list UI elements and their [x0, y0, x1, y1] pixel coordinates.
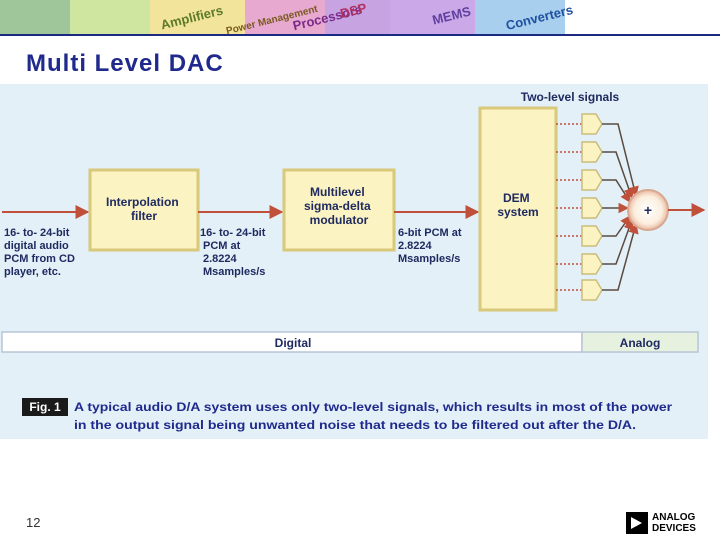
page-number: 12	[26, 515, 41, 530]
banner-block	[245, 0, 325, 34]
dac-block-diagram: Two-level signals 16- to- 24-bit digital…	[1, 90, 706, 432]
header-banner: Amplifiers Power Management Processors D…	[0, 0, 720, 37]
interpolation-label: Interpolation filter	[106, 195, 182, 223]
six-bit-label: 6-bit PCM at 2.8224 Msamples/s	[398, 227, 465, 265]
analog-band	[581, 331, 699, 353]
digital-label: Digital	[275, 336, 312, 350]
banner-block	[325, 0, 390, 34]
mid-label: 16- to- 24-bit PCM at 2.8224 Msamples/s	[200, 227, 268, 278]
banner-block	[0, 0, 70, 34]
figure-tag: Fig. 1	[29, 400, 61, 414]
two-level-label: Two-level signals	[521, 90, 620, 104]
banner-graphic: Amplifiers Power Management Processors D…	[0, 0, 574, 37]
dac-figure: Two-level signals 16- to- 24-bit digital…	[0, 84, 708, 439]
caption-line-1: A typical audio D/A system uses only two…	[74, 400, 672, 414]
header-rule	[0, 34, 720, 36]
modulator-label: Multilevel sigma-delta modulator	[304, 185, 374, 227]
analog-devices-logo: ANALOG DEVICES	[626, 510, 706, 536]
dem-label: DEM system	[497, 191, 538, 219]
input-label: 16- to- 24-bit digital audio PCM from CD…	[4, 227, 78, 278]
analog-label: Analog	[620, 336, 661, 350]
summing-arrows	[602, 123, 639, 291]
banner-block	[475, 0, 565, 34]
sigma-delta-modulator-block	[282, 168, 396, 252]
two-level-channels	[556, 123, 582, 291]
figure-tag-box	[22, 398, 68, 416]
banner-block	[390, 0, 475, 34]
logo-mark	[626, 512, 648, 534]
dem-system-block	[478, 106, 558, 312]
interpolation-filter-block	[88, 168, 200, 252]
banner-block	[70, 0, 150, 34]
banner-block	[150, 0, 245, 34]
summer-symbol: +	[644, 202, 652, 218]
channel-dac-shapes	[581, 113, 603, 301]
slide-title: Multi Level DAC	[26, 50, 224, 77]
logo-text: ANALOG DEVICES	[652, 512, 696, 534]
caption-line-2: in the output signal being unwanted nois…	[74, 418, 636, 432]
